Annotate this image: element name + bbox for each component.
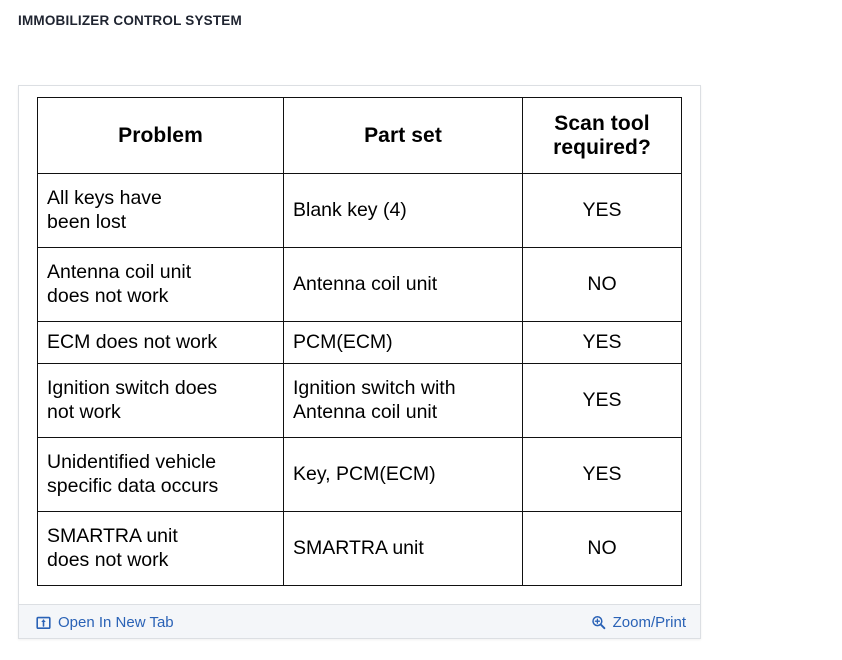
cell-problem-line-1: Unidentified vehicle [47,450,217,473]
cell-problem: All keys have been lost [37,173,284,248]
table-header-row: Problem Part set Scan tool required? [37,97,682,174]
cell-problem-line-1: Antenna coil unit [47,260,192,283]
cell-problem-line-2: specific data occurs [47,474,219,497]
open-in-new-tab-label: Open In New Tab [58,613,174,631]
cell-problem: SMARTRA unit does not work [37,511,284,586]
column-header-scan-tool-line-1: Scan tool [554,111,650,135]
cell-part-set: Key, PCM(ECM) [283,437,523,512]
cell-problem-line-1: All keys have [47,186,162,209]
figure-image-area: Problem Part set Scan tool required? All… [19,86,700,605]
cell-scan-tool: YES [522,363,682,438]
column-header-scan-tool: Scan tool required? [522,97,682,174]
zoom-print-label: Zoom/Print [612,613,686,631]
cell-scan-tool: YES [522,321,682,364]
cell-part-set: PCM(ECM) [283,321,523,364]
open-in-new-tab-button[interactable]: Open In New Tab [36,605,174,639]
cell-part-set-line-2: Antenna coil unit [293,400,438,423]
table-row: SMARTRA unit does not work SMARTRA unit … [37,511,682,586]
table-body: All keys have been lost Blank key (4) YE… [37,173,682,586]
column-header-part-set: Part set [283,97,523,174]
cell-problem: ECM does not work [37,321,284,364]
cell-problem: Antenna coil unit does not work [37,247,284,322]
cell-part-set: Blank key (4) [283,173,523,248]
table-row: ECM does not work PCM(ECM) YES [37,321,682,364]
cell-problem-line-1: SMARTRA unit [47,524,178,547]
cell-scan-tool: YES [522,173,682,248]
table-header: Problem Part set Scan tool required? [37,97,682,174]
cell-scan-tool: YES [522,437,682,512]
cell-problem-line-1: Ignition switch does [47,376,218,399]
table-row: All keys have been lost Blank key (4) YE… [37,173,682,248]
cell-problem-line-2: been lost [47,210,127,233]
cell-part-set-line-1: Ignition switch with [293,376,456,399]
zoom-print-button[interactable]: Zoom/Print [591,605,686,639]
cell-scan-tool: NO [522,511,682,586]
cell-scan-tool: NO [522,247,682,322]
column-header-problem: Problem [37,97,284,174]
cell-part-set: Antenna coil unit [283,247,523,322]
cell-problem-line-2: not work [47,400,121,423]
page-title: IMMOBILIZER CONTROL SYSTEM [18,13,242,28]
table-row: Ignition switch does not work Ignition s… [37,363,682,438]
immobilizer-problem-table: Problem Part set Scan tool required? All… [37,97,682,586]
cell-problem: Unidentified vehicle specific data occur… [37,437,284,512]
figure-card: Problem Part set Scan tool required? All… [18,85,701,639]
cell-problem-line-2: does not work [47,548,169,571]
column-header-scan-tool-line-2: required? [553,135,651,159]
cell-problem: Ignition switch does not work [37,363,284,438]
figure-footer: Open In New Tab Zoom/Print [19,604,700,638]
cell-part-set: Ignition switch with Antenna coil unit [283,363,523,438]
external-link-icon [36,615,51,630]
magnifier-plus-icon [591,615,606,630]
table-row: Unidentified vehicle specific data occur… [37,437,682,512]
cell-part-set: SMARTRA unit [283,511,523,586]
cell-problem-line-2: does not work [47,284,169,307]
table-row: Antenna coil unit does not work Antenna … [37,247,682,322]
